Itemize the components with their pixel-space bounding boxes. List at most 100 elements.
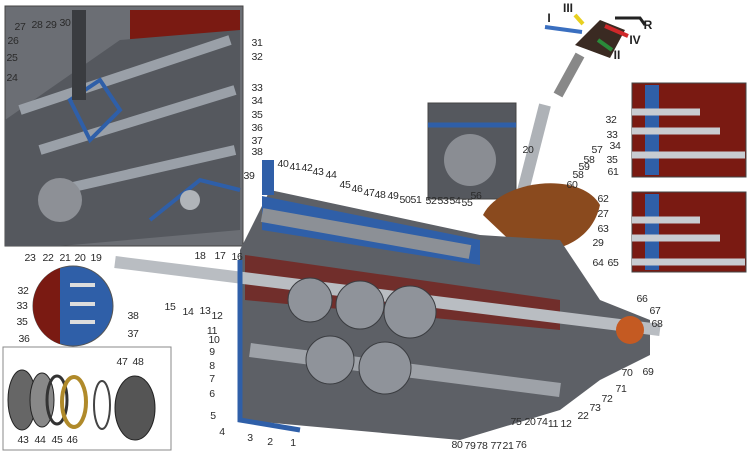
callout-8: 8 [209,360,215,372]
callout-33: 33 [251,82,263,94]
shift-mechanism-inset [4,5,244,247]
callout-59: 59 [578,161,590,173]
callout-78: 78 [476,440,488,452]
callout-60: 60 [566,179,578,191]
callout-7: 7 [209,373,215,385]
callout-66: 66 [636,293,648,305]
callout-22: 22 [577,410,589,422]
callout-54: 54 [449,195,461,207]
callout-5: 5 [210,410,216,422]
callout-11: 11 [547,418,559,430]
callout-45: 45 [51,434,63,446]
callout-52: 52 [425,195,437,207]
callout-47: 47 [363,187,375,199]
callout-9: 9 [209,346,215,358]
gear-label-second: II [613,48,621,62]
callout-25: 25 [6,52,18,64]
callout-38: 38 [251,146,263,158]
gearbox-housing [114,160,661,440]
callout-57: 57 [591,144,603,156]
gear-label-first: I [547,11,551,25]
callout-63: 63 [597,223,609,235]
callout-68: 68 [651,318,663,330]
callout-18: 18 [194,250,206,262]
callout-42: 42 [301,162,313,174]
callout-27: 27 [597,208,609,220]
callout-44: 44 [34,434,46,446]
callout-62: 62 [597,193,609,205]
callout-36: 36 [251,122,263,134]
callout-73: 73 [589,402,601,414]
callout-79: 79 [464,440,476,452]
callout-45: 45 [339,179,351,191]
callout-70: 70 [621,367,633,379]
callout-3: 3 [247,432,253,444]
callout-44: 44 [325,169,337,181]
callout-21: 21 [59,252,71,264]
callout-12: 12 [560,418,572,430]
callout-1: 1 [290,437,296,449]
callout-48: 48 [132,356,144,368]
callout-12: 12 [211,310,223,322]
callout-22: 22 [42,252,54,264]
callout-16: 16 [231,251,243,263]
detent-inset [32,265,114,347]
callout-28: 28 [31,19,43,31]
gear-label-fourth: IV [629,33,641,47]
callout-49: 49 [387,190,399,202]
shift-lever [483,13,647,252]
callout-29: 29 [45,19,57,31]
callout-35: 35 [16,316,28,328]
callout-43: 43 [17,434,29,446]
callout-67: 67 [649,305,661,317]
callout-61: 61 [607,166,619,178]
callout-46: 46 [351,183,363,195]
callout-33: 33 [606,129,618,141]
callout-13: 13 [199,305,211,317]
callout-29: 29 [592,237,604,249]
callout-69: 69 [642,366,654,378]
callout-72: 72 [601,393,613,405]
callout-32: 32 [17,285,29,297]
callout-43: 43 [312,166,324,178]
callout-51: 51 [410,194,422,206]
callout-35: 35 [251,109,263,121]
callout-58: 58 [583,154,595,166]
callout-36: 36 [18,333,30,345]
callout-21: 21 [502,440,514,452]
callout-41: 41 [289,161,301,173]
callout-20: 20 [522,144,534,156]
callout-34: 34 [609,140,621,152]
callout-35: 35 [606,154,618,166]
callout-76: 76 [515,439,527,451]
callout-53: 53 [437,195,449,207]
callout-17: 17 [214,250,226,262]
callout-23: 23 [24,252,36,264]
callout-65: 65 [607,257,619,269]
callout-32: 32 [605,114,617,126]
callout-47: 47 [116,356,128,368]
detail-inset-right-bottom [631,191,747,273]
callout-75: 75 [510,416,522,428]
callout-2: 2 [267,436,273,448]
callout-46: 46 [66,434,78,446]
callout-71: 71 [615,383,627,395]
callout-4: 4 [219,426,225,438]
callout-33: 33 [16,300,28,312]
callout-19: 19 [90,252,102,264]
callout-14: 14 [182,306,194,318]
detail-inset-right-top [631,82,747,178]
callout-34: 34 [251,95,263,107]
detail-inset-center [427,102,517,200]
callout-37: 37 [251,135,263,147]
callout-20: 20 [524,416,536,428]
callout-27: 27 [14,21,26,33]
callout-11: 11 [206,325,218,337]
callout-6: 6 [209,388,215,400]
synchronizer-parts [2,346,172,451]
gear-label-reverse: R [643,18,653,32]
callout-32: 32 [251,51,263,63]
callout-10: 10 [208,334,220,346]
